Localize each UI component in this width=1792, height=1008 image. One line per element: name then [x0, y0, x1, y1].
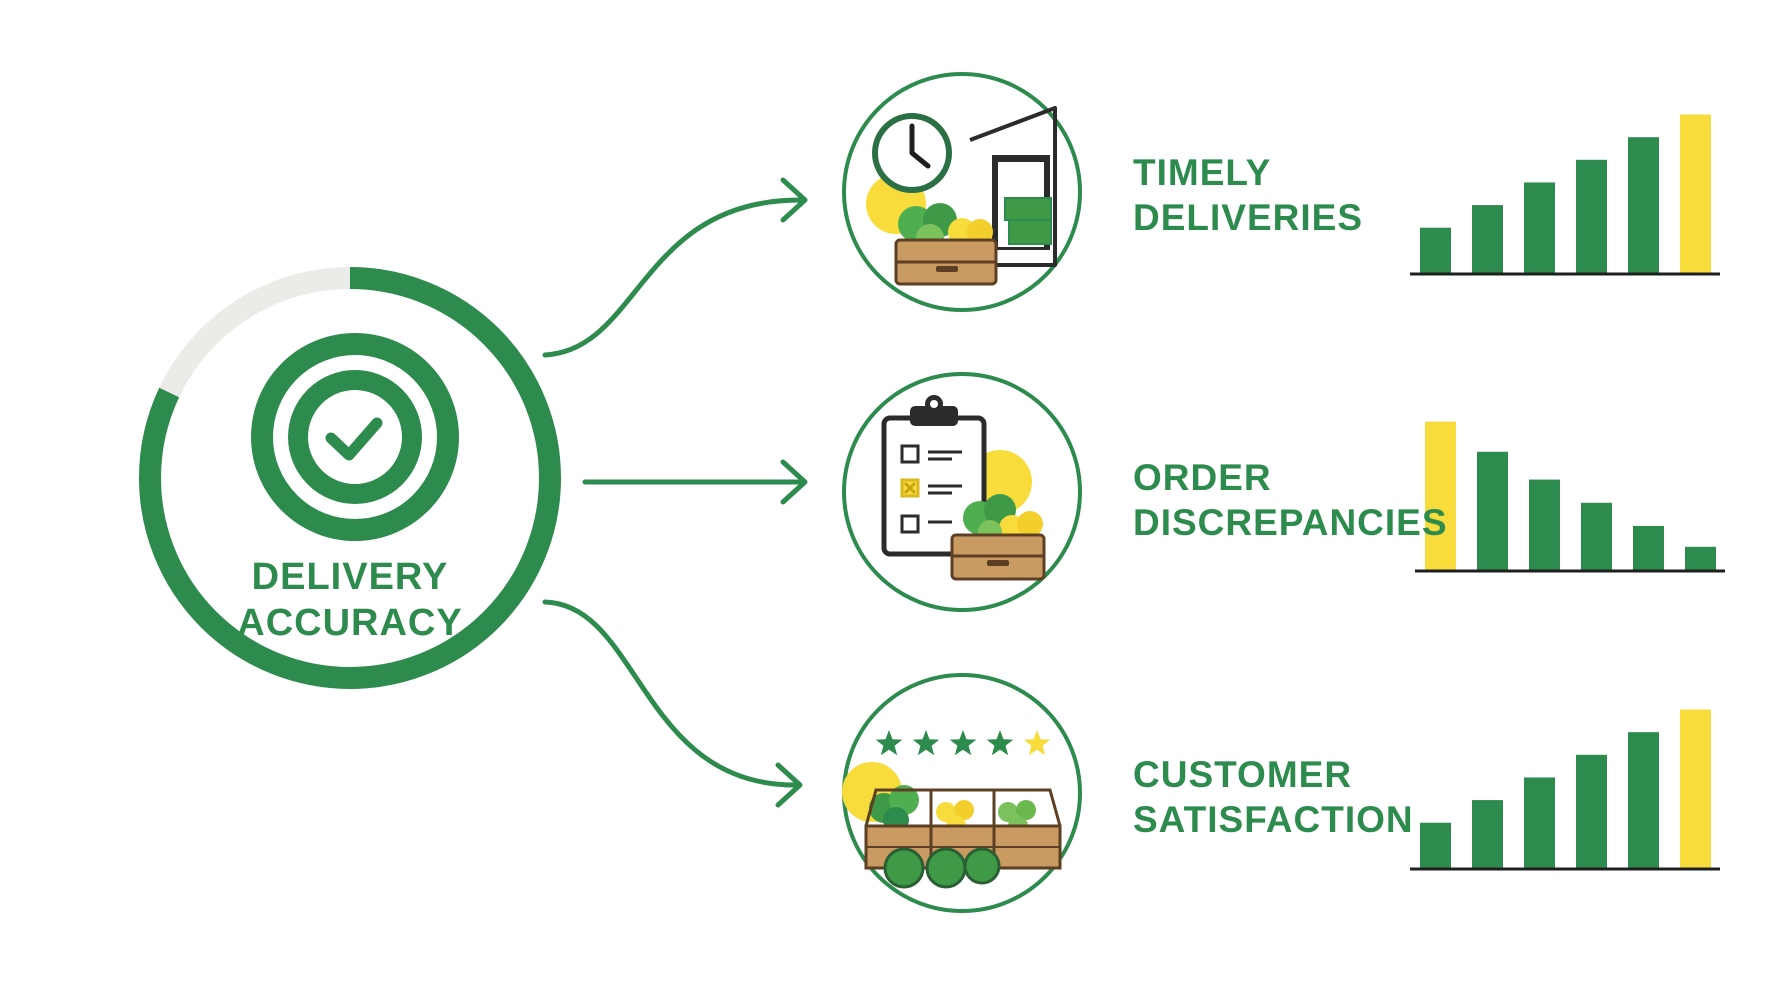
timely-deliveries-chart: [1410, 114, 1720, 276]
order-bar-3: [1529, 479, 1560, 570]
watermelons: [883, 847, 1001, 889]
order-bar-4: [1581, 502, 1612, 570]
satisfaction-bar-6: [1680, 709, 1711, 868]
order-bar-6: [1685, 546, 1716, 570]
customer-satisfaction-chart: [1410, 709, 1720, 871]
arrow-to-satisfaction: [542, 599, 798, 788]
arrow-head-timely: [780, 177, 808, 223]
timely-bar-3: [1524, 182, 1555, 273]
timely-bar-4: [1576, 159, 1607, 273]
satisfaction-bar-5: [1628, 732, 1659, 868]
timely-deliveries-label: TIMELY DELIVERIES: [1133, 150, 1363, 240]
satisfaction-label-line2: SATISFACTION: [1133, 799, 1414, 841]
timely-bar-5: [1628, 137, 1659, 273]
order-bar-5: [1633, 525, 1664, 570]
connector-arrows: [542, 177, 808, 808]
order-label-line2: DISCREPANCIES: [1133, 502, 1448, 544]
order-discrepancies-label: ORDER DISCREPANCIES: [1133, 455, 1448, 545]
hub-title-line1: DELIVERY: [251, 556, 449, 598]
satisfaction-bar-4: [1576, 754, 1607, 868]
boxes: [1004, 197, 1052, 221]
timely-label-line1: TIMELY: [1133, 152, 1272, 193]
satisfaction-label-line1: CUSTOMER: [1133, 754, 1353, 795]
timely-bar-1: [1420, 227, 1451, 273]
clipboard-checklist-produce-crate-icon: [842, 372, 1082, 612]
produce-crate-icon-2: [950, 494, 1046, 581]
timely-bar-6: [1680, 114, 1711, 274]
order-bar-2: [1477, 451, 1508, 570]
timely-bar-2: [1472, 205, 1503, 273]
check-badge-inner-ring: [288, 370, 422, 504]
hub-ring-progress: [139, 267, 561, 689]
produce-crate-icon: [894, 203, 998, 286]
timely-label-line2: DELIVERIES: [1133, 197, 1363, 239]
star-rating-produce-crates-icon: [842, 673, 1082, 913]
order-bar-1: [1425, 421, 1456, 570]
check-icon: [325, 417, 383, 461]
star-rating: [875, 730, 1051, 756]
arrow-head-satisfaction: [775, 762, 803, 808]
order-discrepancies-chart: [1415, 421, 1725, 573]
hub-title: DELIVERY ACCURACY: [210, 554, 490, 647]
check-badge-outer-ring: [251, 333, 459, 541]
arrow-to-timely: [542, 197, 803, 358]
satisfaction-bar-1: [1420, 822, 1451, 868]
clock-warehouse-produce-crate-icon: [842, 72, 1082, 312]
satisfaction-bar-2: [1472, 800, 1503, 868]
arrow-head-order: [780, 459, 808, 505]
hub-gauge: [139, 267, 561, 689]
customer-satisfaction-label: CUSTOMER SATISFACTION: [1133, 752, 1414, 842]
satisfaction-bar-3: [1524, 777, 1555, 868]
hub-title-line2: ACCURACY: [237, 602, 463, 645]
order-label-line1: ORDER: [1133, 457, 1272, 498]
